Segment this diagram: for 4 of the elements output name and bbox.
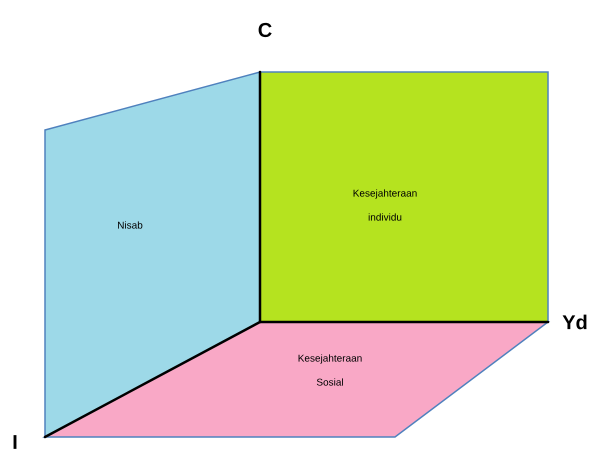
- axis-label: C: [258, 22, 272, 38]
- plane: Kesejahteraan individu: [259, 71, 549, 323]
- axis-label: I: [14, 435, 16, 449]
- axis-label: Yd: [562, 314, 586, 330]
